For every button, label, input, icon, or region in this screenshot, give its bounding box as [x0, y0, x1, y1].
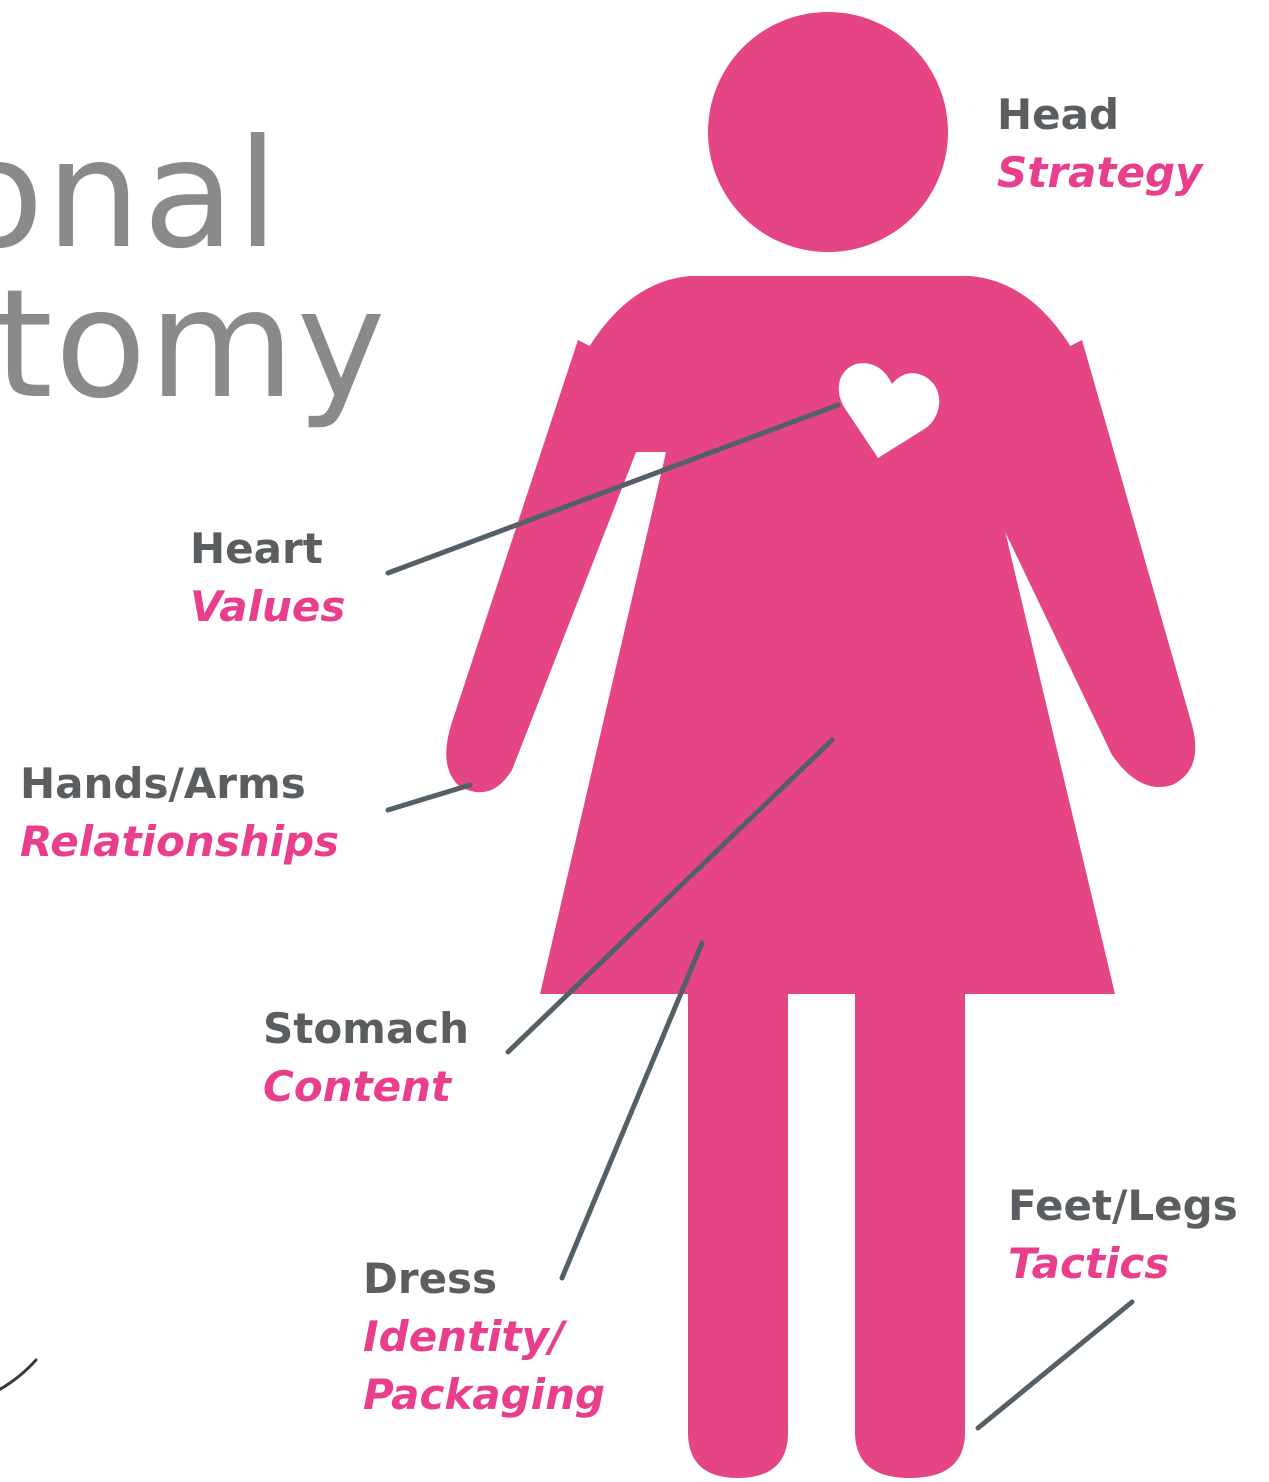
title-line-2: tomy — [0, 258, 388, 432]
figure-left-leg — [688, 960, 788, 1478]
label-dress: Dress Identity/ Packaging — [363, 1250, 605, 1424]
label-stomach-meaning: Content — [263, 1062, 452, 1111]
title-line-1: onal — [0, 108, 281, 282]
label-heart-meaning: Values — [190, 582, 346, 631]
label-heart-part: Heart — [190, 524, 323, 573]
figure-right-arm — [962, 340, 1196, 787]
heart-icon — [838, 363, 940, 458]
label-head-meaning: Strategy — [997, 148, 1203, 197]
label-stomach: Stomach Content — [263, 1000, 469, 1116]
label-head-part: Head — [997, 90, 1120, 139]
leader-line-dress — [559, 940, 705, 1281]
label-head: Head Strategy — [997, 86, 1202, 202]
figure-head — [708, 12, 948, 252]
label-dress-meaning-line2: Packaging — [363, 1370, 606, 1419]
label-stomach-part: Stomach — [263, 1004, 470, 1053]
label-hands-arms: Hands/Arms Relationships — [20, 755, 339, 871]
label-hands-arms-part: Hands/Arms — [20, 759, 306, 808]
decorative-curve — [0, 1358, 38, 1391]
leader-line-feet — [975, 1299, 1135, 1431]
figure-dress — [540, 392, 1115, 994]
leader-line-heart — [385, 402, 841, 576]
label-dress-meaning: Identity/ — [363, 1312, 565, 1361]
label-feet-legs-part: Feet/Legs — [1008, 1181, 1238, 1230]
figure-left-arm — [446, 340, 640, 793]
label-heart: Heart Values — [190, 520, 345, 636]
label-dress-part: Dress — [363, 1254, 498, 1303]
figure-right-leg — [855, 960, 965, 1478]
woman-figure-icon — [446, 12, 1196, 1478]
leader-line-stomach — [505, 737, 835, 1055]
label-feet-legs-meaning: Tactics — [1008, 1239, 1170, 1288]
label-feet-legs: Feet/Legs Tactics — [1008, 1177, 1238, 1293]
leader-line-hands — [385, 782, 473, 813]
label-hands-arms-meaning: Relationships — [20, 817, 340, 866]
